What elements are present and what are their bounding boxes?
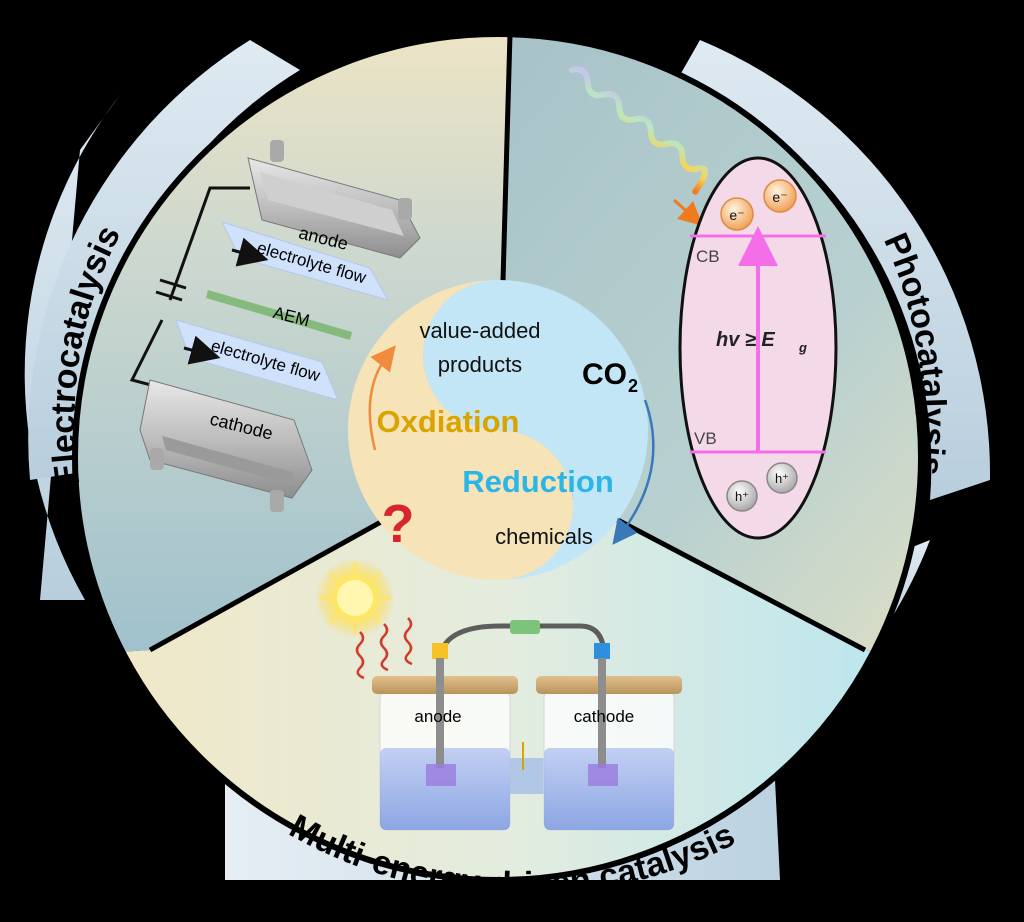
anode-beaker: anode: [372, 658, 518, 831]
co2-label: CO 2: [582, 358, 638, 396]
reduction-half: [423, 280, 648, 580]
electron-2-label: e⁻: [772, 189, 787, 205]
chemicals-label: chemicals: [495, 524, 593, 549]
electron-2: e⁻: [763, 179, 797, 213]
multi-anode-label: anode: [414, 707, 461, 726]
heat-waves-icon: [355, 617, 413, 680]
electron-1-label: e⁻: [729, 207, 744, 223]
products-line-1: value-added: [419, 318, 540, 343]
multi-cathode-label: cathode: [574, 707, 635, 726]
co2-text: CO: [582, 358, 627, 391]
bandgap-text: hv ≥ E: [716, 329, 775, 351]
oxidation-label: Oxdiation: [377, 404, 520, 439]
electrolyte-flow-bottom: electrolyte flow: [175, 319, 339, 401]
bandgap-subscript: g: [798, 340, 807, 355]
products-line-2: products: [438, 352, 522, 377]
circuit-wire-top: [168, 186, 250, 301]
bandgap-label: hv ≥ E g: [716, 329, 807, 355]
vb-label: VB: [694, 429, 717, 448]
sun-icon: [315, 558, 395, 638]
light-arrow: [672, 198, 703, 227]
circuit-battery-plate-b: [155, 290, 183, 302]
reduction-arrow: [612, 399, 655, 545]
question-mark: ?: [382, 494, 415, 554]
oxidation-arrow: [368, 345, 396, 451]
oxidation-half: [348, 280, 573, 580]
hole-2-label: h⁺: [775, 471, 789, 486]
cathode-beaker: cathode: [536, 658, 682, 831]
hole-1-label: h⁺: [735, 489, 749, 504]
hole-2: h⁺: [766, 462, 798, 494]
light-wave: [569, 66, 708, 195]
photo-panel: CB VB e⁻ e⁻ h⁺ h⁺ hv ≥ E g: [569, 66, 838, 540]
cathode-clip: [594, 643, 610, 659]
multi-energy-cell: anode cathode: [315, 558, 682, 831]
membrane-tube: [510, 758, 546, 794]
cb-label: CB: [696, 247, 720, 266]
hole-1: h⁺: [726, 480, 758, 512]
main-circle-outline: [72, 31, 924, 883]
bridge-connector: [510, 620, 540, 634]
circuit-battery-plate-a: [159, 278, 187, 290]
salt-bridge-wire: [438, 623, 607, 653]
co2-subscript: 2: [628, 376, 638, 396]
cathode-plate: cathode: [139, 379, 313, 512]
ring-tab-photocatalysis: [680, 40, 991, 500]
anode-clip: [432, 643, 448, 659]
electron-1: e⁻: [720, 197, 754, 231]
reduction-label: Reduction: [462, 464, 614, 499]
center-yin-yang: value-added products Oxdiation Reduction…: [348, 280, 655, 580]
